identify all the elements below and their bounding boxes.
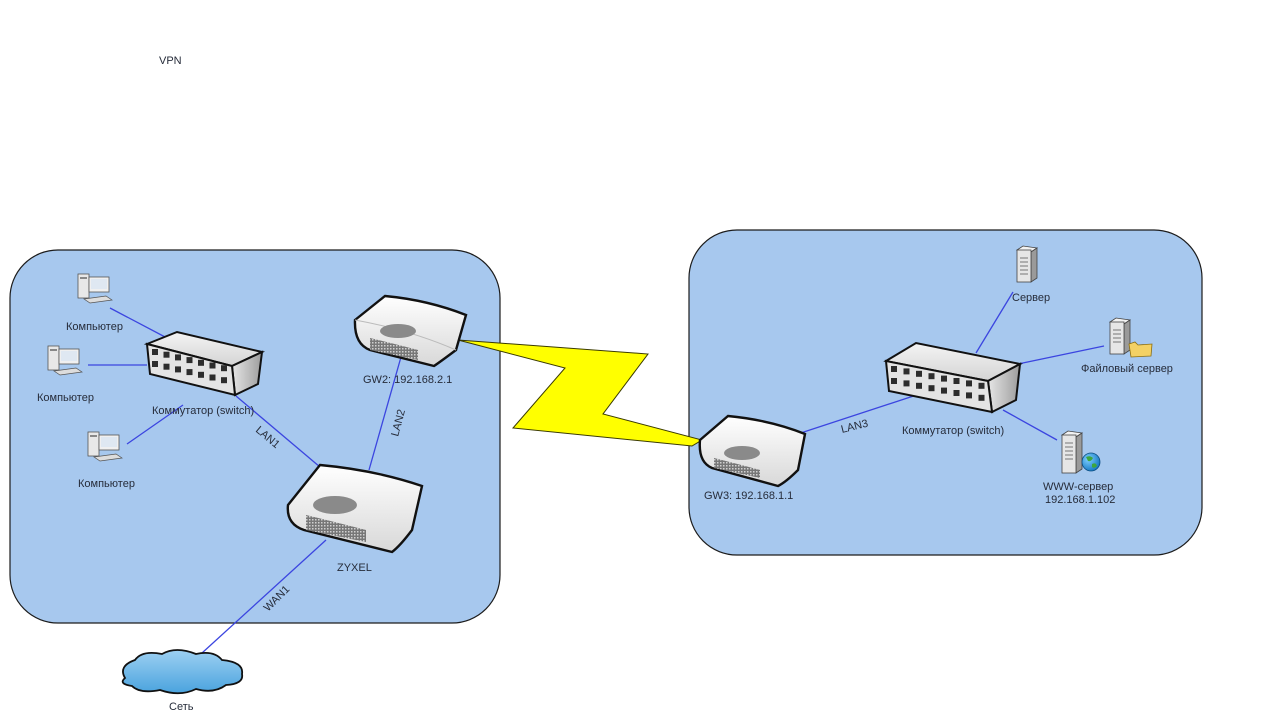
link-pc1-switch bbox=[109, 307, 168, 339]
link-wan1 bbox=[201, 539, 327, 654]
router-label: GW2: 192.168.2.1 bbox=[363, 374, 452, 386]
link-switch-wwwserver bbox=[1002, 409, 1058, 441]
switch-port bbox=[198, 359, 204, 366]
switch-node-left[interactable]: Коммутатор (switch) bbox=[143, 330, 266, 417]
router-label: GW3: 192.168.1.1 bbox=[704, 490, 793, 502]
web-server-icon bbox=[1060, 430, 1101, 474]
computer-label: Компьютер bbox=[78, 478, 135, 490]
link-pc3-switch bbox=[126, 404, 184, 445]
switch-port bbox=[198, 371, 204, 378]
router-node-gw2[interactable]: GW2: 192.168.2.1 bbox=[353, 294, 468, 386]
switch-port bbox=[152, 361, 158, 367]
switch-port bbox=[978, 394, 985, 401]
diagram-title: VPN bbox=[159, 55, 182, 67]
link-switch-server bbox=[975, 291, 1014, 354]
file-server-node[interactable]: Файловый сервер bbox=[1081, 317, 1173, 375]
switch-port bbox=[903, 368, 910, 375]
switch-icon bbox=[883, 341, 1023, 414]
switch-port bbox=[186, 357, 193, 364]
switch-port bbox=[966, 380, 972, 387]
switch-port bbox=[916, 382, 922, 389]
switch-icon bbox=[143, 330, 266, 397]
switch-label: Коммутатор (switch) bbox=[152, 405, 254, 417]
switch-port bbox=[163, 363, 170, 370]
router-label: ZYXEL bbox=[337, 562, 372, 574]
computer-icon bbox=[77, 273, 113, 304]
switch-port bbox=[953, 390, 960, 396]
switch-port bbox=[175, 354, 181, 361]
router-icon bbox=[698, 414, 807, 488]
cloud-icon bbox=[121, 649, 244, 695]
internet-cloud-node[interactable]: Сеть bbox=[121, 649, 244, 713]
switch-port bbox=[941, 387, 947, 394]
www-server-label: WWW-сервер bbox=[1043, 481, 1113, 493]
switch-port bbox=[221, 365, 227, 372]
switch-node-right[interactable]: Коммутатор (switch) bbox=[883, 341, 1023, 437]
server-node[interactable]: Сервер bbox=[1012, 245, 1050, 304]
router-node-gw3[interactable]: GW3: 192.168.1.1 bbox=[698, 414, 807, 502]
switch-port bbox=[891, 378, 897, 384]
folder-icon bbox=[1128, 341, 1153, 358]
switch-port bbox=[209, 374, 216, 381]
switch-port bbox=[152, 349, 158, 355]
file-server-icon bbox=[1108, 317, 1153, 358]
switch-label: Коммутатор (switch) bbox=[902, 425, 1004, 437]
router-node-zyxel[interactable]: ZYXEL bbox=[286, 463, 424, 574]
server-label: Сервер bbox=[1012, 292, 1050, 304]
switch-port bbox=[903, 380, 910, 387]
computer-node-1[interactable]: Компьютер bbox=[66, 273, 123, 333]
cloud-label: Сеть bbox=[169, 701, 194, 713]
switch-port bbox=[209, 362, 216, 369]
switch-port bbox=[221, 377, 227, 384]
switch-port bbox=[163, 351, 170, 358]
computer-icon bbox=[47, 345, 83, 376]
router-icon bbox=[286, 463, 424, 554]
link-lan2 bbox=[368, 356, 402, 471]
computer-node-3[interactable]: Компьютер bbox=[78, 431, 135, 490]
switch-port bbox=[953, 378, 960, 384]
switch-port bbox=[891, 366, 897, 372]
vpn-tunnel-bolt[interactable] bbox=[457, 339, 704, 447]
switch-port bbox=[916, 370, 922, 377]
file-server-label: Файловый сервер bbox=[1081, 363, 1173, 375]
link-switch-fileserver bbox=[1017, 345, 1105, 365]
computer-node-2[interactable]: Компьютер bbox=[37, 345, 94, 404]
www-server-node[interactable]: WWW-сервер 192.168.1.102 bbox=[1043, 430, 1115, 506]
switch-port bbox=[186, 369, 193, 376]
computer-label: Компьютер bbox=[37, 392, 94, 404]
switch-port bbox=[941, 375, 947, 382]
globe-icon bbox=[1081, 452, 1101, 472]
switch-port bbox=[175, 366, 181, 373]
switch-port bbox=[928, 385, 935, 392]
switch-port bbox=[978, 382, 985, 389]
link-lan1 bbox=[235, 395, 321, 468]
switch-port bbox=[966, 392, 972, 399]
router-icon bbox=[353, 294, 468, 368]
server-icon bbox=[1015, 245, 1039, 283]
www-server-ip: 192.168.1.102 bbox=[1045, 494, 1115, 506]
computer-label: Компьютер bbox=[66, 321, 123, 333]
computer-icon bbox=[87, 431, 123, 462]
switch-port bbox=[928, 373, 935, 380]
